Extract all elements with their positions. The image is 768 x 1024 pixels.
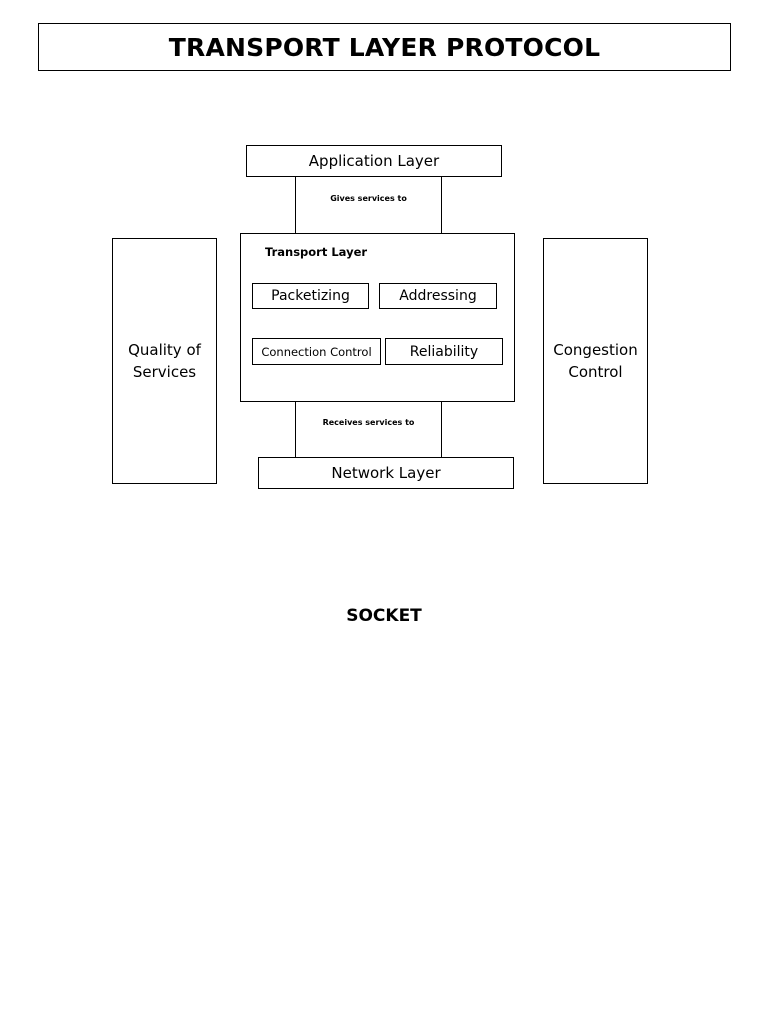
quality-of-services-box: Quality of Services — [112, 238, 217, 484]
socket-heading: SOCKET — [346, 606, 422, 626]
application-layer-box: Application Layer — [246, 145, 502, 177]
receives-services-connector: Receives services to — [295, 401, 442, 458]
connection-control-box: Connection Control — [252, 338, 381, 365]
gives-services-label: Gives services to — [330, 194, 407, 203]
transport-layer-label: Transport Layer — [265, 245, 368, 259]
quality-of-services-label: Quality of Services — [128, 341, 201, 381]
network-layer-box: Network Layer — [258, 457, 514, 489]
page-title: TRANSPORT LAYER PROTOCOL — [38, 23, 731, 71]
transport-layer-box: Transport Layer — [240, 233, 515, 402]
addressing-box: Addressing — [379, 283, 497, 309]
gives-services-connector: Gives services to — [295, 177, 442, 234]
congestion-control-label: Congestion Control — [553, 341, 638, 381]
congestion-control-box: Congestion Control — [543, 238, 648, 484]
receives-services-label: Receives services to — [322, 418, 415, 427]
packetizing-box: Packetizing — [252, 283, 369, 309]
reliability-box: Reliability — [385, 338, 503, 365]
